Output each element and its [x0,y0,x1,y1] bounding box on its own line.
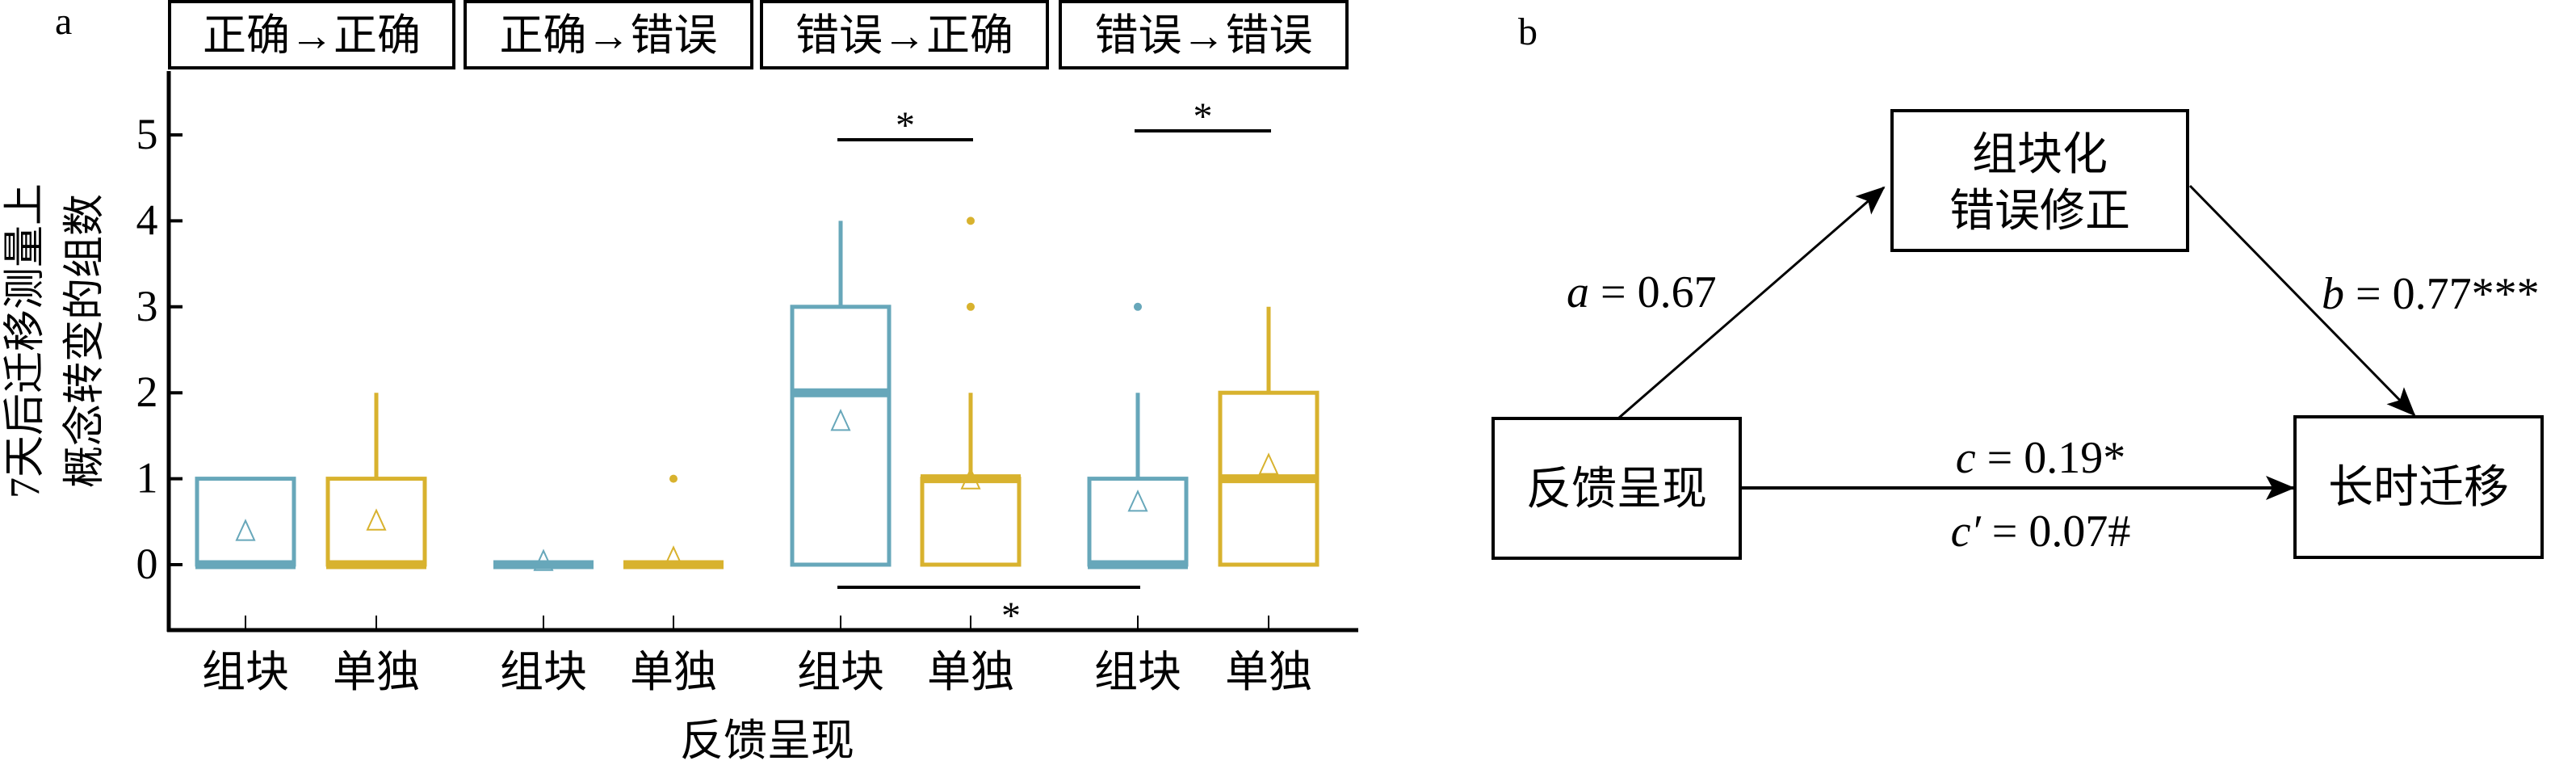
x-tick-label: 单独 [927,648,1014,696]
x-tick-label: 单独 [630,648,717,696]
facet-header-box [168,0,455,69]
boxplot-3-组块 [790,221,892,567]
facet-header-box [760,0,1049,69]
path-b-arrow [2188,184,2416,417]
panel-a-label: a [55,0,72,43]
significance-star: * [1194,95,1213,138]
facet-header-label: 错误→正确 [795,11,1013,60]
y-axis-label-line-2: 概念转变的组数 [61,194,108,488]
y-tick-label: 5 [136,110,158,158]
path-c-prime-value: = 0.07# [1981,506,2131,557]
mediator-box [1890,109,2189,252]
outlier-point [669,474,678,483]
path-a-value: = 0.67 [1589,267,1717,317]
boxplot-2-组块 [493,549,594,571]
outlier-point [1134,302,1142,311]
y-tick-label: 0 [136,540,158,588]
path-c-prime-symbol: c′ [1951,506,1982,557]
panel-b-label: b [1518,11,1538,53]
significance-star: * [896,104,915,147]
mean-marker [960,467,981,490]
x-ticks: 组块单独组块单独组块单独组块单独 [202,616,1312,696]
mean-marker [235,519,256,541]
facet-header-label: 正确→正确 [203,11,421,60]
mean-marker [1258,452,1279,475]
boxplot-1-单独 [325,393,427,570]
boxplot-3-单独 [920,216,1022,567]
outcome-label: 长时迁移 [2328,463,2509,513]
y-ticks: 0 1 2 3 4 5 [136,110,183,588]
path-c-prime-label: c′ = 0.07# [1951,506,2131,557]
path-b-symbol: b [2322,269,2344,319]
y-axis-label-line-1: 7天后迁移测量上 [2,183,48,498]
path-a-symbol: a [1567,267,1589,317]
x-tick-label: 组块 [1094,648,1181,696]
facet-header-label: 正确→错误 [500,11,718,60]
mediator-label-line-2: 错误修正 [1949,187,2130,237]
boxplots [195,216,1319,571]
mean-marker [1127,489,1148,512]
y-tick-label: 1 [136,454,158,502]
x-axis-label: 反馈呈现 [680,717,854,765]
path-c-symbol: c [1956,433,1976,483]
panel-a: a 正确→正确正确→错误错误→正确错误→错误 7天后迁移测量上 概念转变的组数 … [2,0,1358,765]
mediator-label-line-1: 组块化 [1972,130,2108,180]
box-iqr [920,477,1022,567]
x-tick-label: 组块 [797,648,884,696]
facet-header-label: 错误→错误 [1095,11,1313,60]
facet-header-box [464,0,753,69]
y-axis-label: 7天后迁移测量上 概念转变的组数 [2,183,108,498]
significance-annotations: * * * [837,95,1271,637]
y-tick-label: 4 [136,195,158,244]
panel-b-mediation-diagram: b 组块化 错误修正 反馈呈现 长时迁移 a = 0.67 b = 0.77**… [1491,11,2544,560]
x-tick-label: 单独 [1225,648,1312,696]
outcome-box [2293,415,2544,559]
boxplot-4-单独 [1218,306,1319,567]
x-tick-label: 组块 [500,648,587,696]
significance-star: * [1001,595,1021,637]
mean-marker [533,549,554,571]
mean-marker [830,408,851,431]
mean-marker [366,508,387,531]
mean-marker [663,545,684,568]
box-iqr [790,305,892,567]
path-b-label: b = 0.77*** [2322,269,2540,319]
facet-headers: 正确→正确 正确→错误 错误→正确 错误→错误 [168,0,1349,69]
path-c-value: = 0.19* [1976,433,2126,483]
x-tick-label: 组块 [202,648,289,696]
y-tick-label: 3 [136,282,158,330]
x-tick-label: 单独 [333,648,420,696]
outlier-point [967,216,975,225]
predictor-box [1491,417,1742,560]
path-a-arrow [1618,186,1886,419]
path-c-label: c = 0.19* [1956,433,2125,483]
boxplot-2-单独 [623,474,724,570]
y-tick-label: 2 [136,368,158,416]
box-iqr [325,477,427,567]
facet-header-box [1059,0,1349,69]
outlier-point [967,302,975,311]
predictor-label: 反馈呈现 [1526,464,1707,515]
path-a-label: a = 0.67 [1567,267,1717,317]
path-b-value: = 0.77*** [2344,269,2540,319]
boxplot-1-组块 [195,477,296,570]
boxplot-4-组块 [1087,302,1189,570]
